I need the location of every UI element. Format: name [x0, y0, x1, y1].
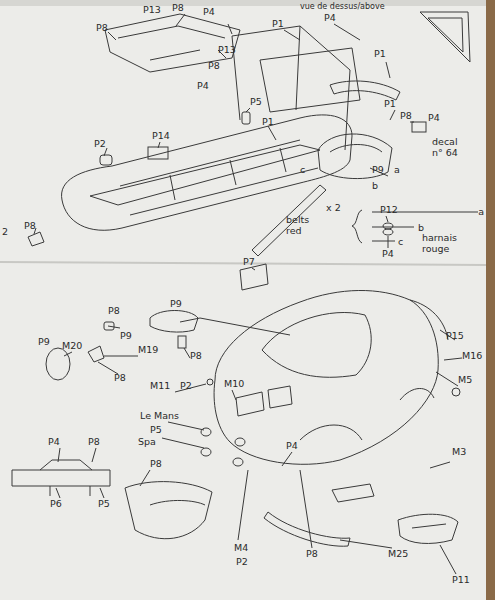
callout-number: P4 — [48, 436, 60, 447]
callout-number: P4 — [428, 112, 440, 123]
callout-number: P7 — [243, 256, 255, 267]
callout-number: vue de dessus/above — [300, 2, 385, 12]
callout-number: P4 — [324, 12, 336, 23]
callout-number: a — [478, 206, 484, 217]
callout-number: P9 — [372, 164, 384, 175]
callout-number: P8 — [150, 458, 162, 469]
callout-number: M11 — [150, 380, 170, 391]
callout-number: P1 — [384, 98, 396, 109]
callout-number: P2 — [236, 556, 248, 567]
callout-number: P9 — [38, 336, 50, 347]
callout-number: P12 — [380, 204, 398, 215]
callout-number: P8 — [96, 22, 108, 33]
callout-number: P1 — [272, 18, 284, 29]
callout-number: M16 — [462, 350, 482, 361]
callout-number: decal n° 64 — [432, 136, 464, 158]
callout-number: harnais rouge — [422, 232, 478, 254]
callout-number: P4 — [203, 6, 215, 17]
callout-number: x 2 — [326, 202, 341, 213]
callout-number: Le Mans — [140, 410, 179, 421]
callout-number: P6 — [50, 498, 62, 509]
callout-number: M25 — [388, 548, 408, 559]
callout-number: P4 — [286, 440, 298, 451]
callout-number: P8 — [88, 436, 100, 447]
callout-number: c — [398, 236, 403, 247]
callout-number: M5 — [458, 374, 472, 385]
callout-number: P4 — [382, 248, 394, 259]
callout-number: M4 — [234, 542, 248, 553]
callout-number: P9 — [170, 298, 182, 309]
callout-number: P8 — [400, 110, 412, 121]
callout-number: belts red — [286, 214, 320, 236]
callout-number: P11 — [452, 574, 470, 585]
callout-number: a — [394, 164, 400, 175]
callout-number: P5 — [250, 96, 262, 107]
callout-number: P8 — [306, 548, 318, 559]
callout-number: P8 — [108, 305, 120, 316]
callout-number: M20 — [62, 340, 82, 351]
callout-number: P8 — [172, 2, 184, 13]
callout-number: P5 — [150, 424, 162, 435]
callout-number: b — [372, 180, 378, 191]
callout-number: b — [418, 222, 424, 233]
callout-number: P4 — [197, 80, 209, 91]
callout-number: P8 — [24, 220, 36, 231]
callout-number: M19 — [138, 344, 158, 355]
callout-number: P9 — [120, 330, 132, 341]
callout-number: c — [300, 164, 305, 175]
callout-number: P14 — [152, 130, 170, 141]
callout-number: P1 — [262, 116, 274, 127]
callout-number: P8 — [208, 60, 220, 71]
callout-number: P5 — [98, 498, 110, 509]
callout-number: P8 — [114, 372, 126, 383]
callout-number: M3 — [452, 446, 466, 457]
callout-number: P13 — [143, 4, 161, 15]
callout-number: 2 — [2, 226, 8, 237]
callout-number: M10 — [224, 378, 244, 389]
callout-number: P15 — [446, 330, 464, 341]
callout-number: P8 — [190, 350, 202, 361]
callout-number: P2 — [180, 380, 192, 391]
callout-number: P13 — [218, 44, 236, 55]
callout-number: Spa — [138, 436, 156, 447]
callout-number: P1 — [374, 48, 386, 59]
callout-number: P2 — [94, 138, 106, 149]
